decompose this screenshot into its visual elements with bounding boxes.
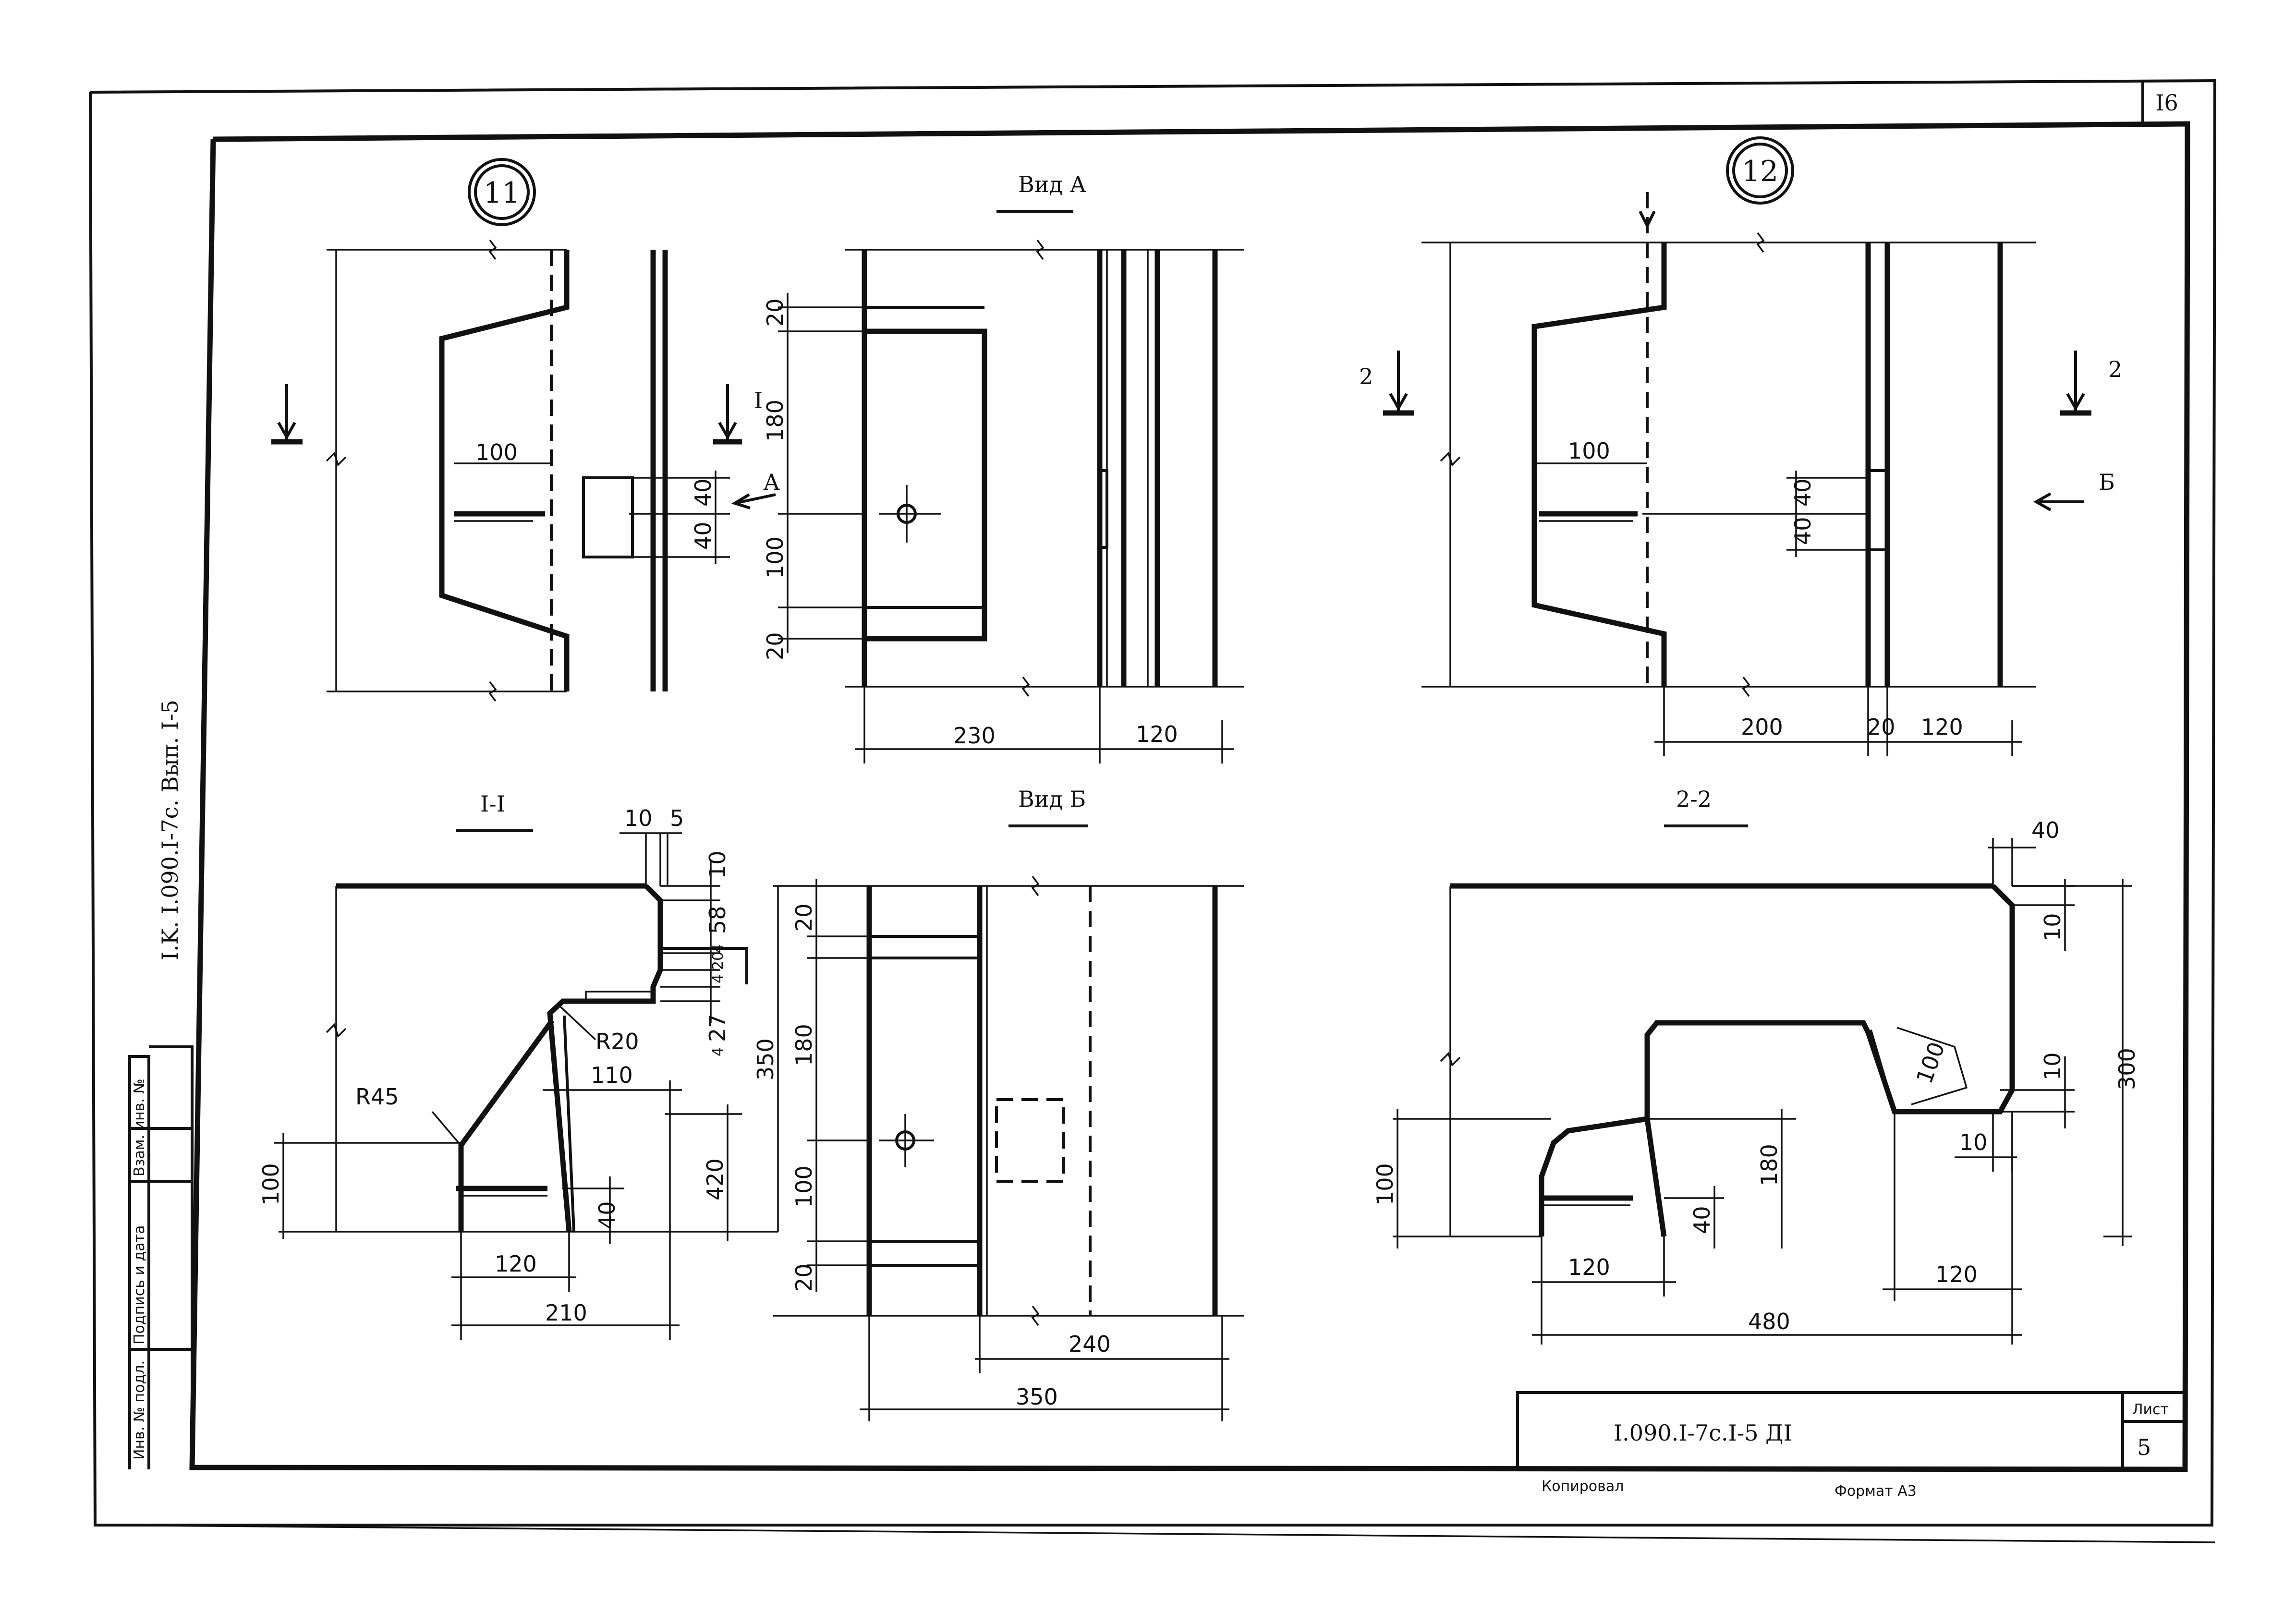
view-a-title: Вид А [1018, 171, 1086, 197]
node-11-view-arrow: A [763, 469, 780, 495]
section-1-1-dim-420: 420 [702, 1158, 728, 1200]
node-12-dim-200: 200 [1741, 714, 1783, 740]
node-11-dim-40a: 40 [690, 478, 716, 507]
node-12-section-mark-right: 2 [2108, 356, 2122, 382]
node-12-dim-20: 20 [1867, 714, 1895, 740]
section-2-2-dim-120b: 120 [1935, 1261, 1978, 1287]
node-12-dim-40b: 40 [1790, 517, 1816, 545]
section-2-2-dim-10c: 10 [1959, 1129, 1988, 1155]
section-1-1-dim-4c: 4 [710, 1047, 727, 1056]
view-a-dim-120: 120 [1136, 721, 1178, 747]
view-a: Вид А 20 180 100 20 [762, 171, 1244, 764]
section-1-1-dim-100: 100 [258, 1163, 284, 1205]
section-1-1-dim-110: 110 [591, 1062, 633, 1088]
section-1-1-dim-27: 27 [705, 1014, 730, 1042]
stamp-cell-inventory: Инв. № подл. [131, 1360, 148, 1460]
section-2-2-dim-480: 480 [1748, 1309, 1790, 1334]
view-a-dim-230: 230 [953, 723, 996, 749]
section-2-2-dim-40: 40 [2031, 817, 2060, 843]
node-12-dim-100: 100 [1568, 438, 1610, 464]
node-11-marker: 11 [484, 176, 520, 210]
section-2-2-title: 2-2 [1676, 786, 1712, 812]
section-2-2-dim-10b: 10 [2040, 1052, 2065, 1080]
section-1-1: I-I 10 5 10 58 4 20 4 27 4 [258, 791, 779, 1340]
view-a-dim-20t: 20 [762, 298, 788, 327]
node-11-dim-40b: 40 [690, 521, 716, 550]
section-2-2-dim-120a: 120 [1568, 1254, 1610, 1280]
section-1-1-dim-20: 20 [710, 952, 727, 970]
section-1-1-callout-r45: R45 [355, 1084, 399, 1110]
page-number: I6 [2155, 90, 2178, 116]
section-2-2-dim-300: 300 [2114, 1048, 2140, 1090]
node-12-view: 12 100 40 40 2 2 Б [1359, 136, 2122, 756]
view-b-title: Вид Б [1018, 786, 1086, 812]
section-1-1-dim-40: 40 [594, 1201, 620, 1229]
section-1-1-dim-120: 120 [495, 1251, 537, 1277]
section-1-1-dim-58: 58 [705, 906, 730, 934]
outer-sheet-frame [89, 79, 2217, 1543]
copied-label: Копировал [1542, 1478, 1624, 1495]
stamp-cell-signature: Подпись и дата [131, 1225, 148, 1345]
node-12-view-arrow: Б [2099, 469, 2115, 495]
title-code: I.090.I-7c.I-5 ДI [1614, 1420, 1792, 1446]
inner-drawing-frame [189, 121, 2190, 1472]
section-2-2-dim-100v: 100 [1911, 1039, 1950, 1087]
view-a-dim-100: 100 [762, 536, 788, 579]
page-number-box: I6 [2141, 81, 2178, 124]
view-b-dim-20t: 20 [791, 903, 817, 932]
section-2-2-dim-100: 100 [1372, 1163, 1398, 1205]
section-1-1-dim-10: 10 [624, 805, 653, 831]
node-11-view: 11 100 40 40 I A [271, 158, 780, 702]
node-12-marker: 12 [1742, 155, 1778, 188]
view-b-dim-240: 240 [1069, 1331, 1111, 1357]
series-code-vertical: I.K. I.090.I-7c. Вып. I-5 [157, 700, 183, 960]
view-b: Вид Б 20 180 100 20 240 [773, 786, 1244, 1421]
view-b-dim-20b: 20 [791, 1263, 817, 1292]
node-12-dim-40a: 40 [1790, 478, 1816, 507]
section-1-1-title: I-I [480, 791, 505, 817]
section-1-1-dim-350: 350 [753, 1038, 778, 1080]
view-a-dim-20b: 20 [762, 632, 788, 660]
view-b-dim-350: 350 [1016, 1384, 1058, 1410]
node-12-section-mark-left: 2 [1359, 364, 1373, 389]
node-11-dim-100: 100 [475, 439, 518, 465]
node-11-section-mark: I [754, 388, 763, 413]
list-number: 5 [2137, 1434, 2151, 1460]
stamp-cell-replace: Взам. инв. № [131, 1079, 148, 1176]
view-b-dim-180: 180 [791, 1024, 817, 1066]
view-a-dim-180: 180 [762, 400, 788, 442]
section-1-1-dim-4a: 4 [710, 944, 727, 953]
view-b-dim-100: 100 [791, 1165, 817, 1208]
list-label: Лист [2132, 1401, 2169, 1418]
section-1-1-dim-210: 210 [545, 1300, 587, 1326]
title-block: I.090.I-7c.I-5 ДI Лист 5 Копировал Форма… [1516, 1391, 2185, 1500]
section-2-2-dim-40b: 40 [1689, 1206, 1715, 1234]
section-2-2: 2-2 100 40 10 300 10 10 [1372, 786, 2140, 1345]
section-2-2-dim-180: 180 [1756, 1144, 1782, 1186]
section-1-1-dim-5: 5 [670, 805, 684, 831]
section-2-2-dim-10a: 10 [2040, 913, 2065, 941]
section-1-1-callout-r20: R20 [595, 1029, 639, 1054]
left-stamp-column: Инв. № подл. Подпись и дата Взам. инв. № [128, 1045, 194, 1469]
format-label: Формат А3 [1834, 1483, 1917, 1500]
section-1-1-dim-4b: 4 [710, 974, 727, 983]
node-12-dim-120: 120 [1921, 714, 1963, 740]
section-1-1-dim-10r: 10 [705, 850, 730, 879]
